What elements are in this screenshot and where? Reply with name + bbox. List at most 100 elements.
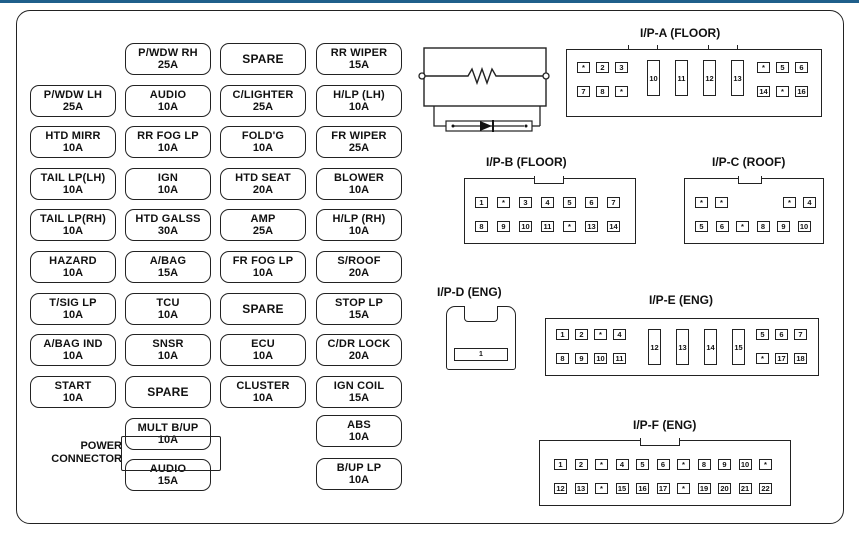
fuse-amperage: 10A <box>62 183 84 196</box>
fuse-name: H/LP (RH) <box>332 213 386 226</box>
connector-pin: * <box>677 483 690 494</box>
fuse-h-lp-lh: H/LP (LH)10A <box>316 84 402 117</box>
diode-dot-right <box>524 124 528 128</box>
ip-f-label: I/P-F (ENG) <box>633 418 697 432</box>
connector-pin: 9 <box>777 221 790 232</box>
power-connector-label: POWER CONNECTOR <box>30 440 122 466</box>
fuse-amperage: 10A <box>157 350 179 363</box>
fuse-amperage: 10A <box>157 183 179 196</box>
connector-pin: * <box>756 353 769 364</box>
connector-pin: 22 <box>759 483 772 494</box>
connector-pin: 10 <box>519 221 532 232</box>
ip-c-label: I/P-C (ROOF) <box>712 155 786 169</box>
fuse-amperage: 10A <box>62 350 84 363</box>
connector-pin: 15 <box>615 483 629 494</box>
fuse-tail-lp-lh: TAIL LP(LH)10A <box>30 167 116 200</box>
fuse-amperage: 10A <box>62 391 84 404</box>
fuse-name: RR WIPER <box>330 47 388 59</box>
connector-pin: 1 <box>475 197 488 208</box>
connector-pin: 5 <box>756 329 769 340</box>
connector-pin: 13 <box>574 483 588 494</box>
fuse-name: MULT B/UP <box>137 422 199 434</box>
power-connector-label-line2: CONNECTOR <box>51 453 122 465</box>
fuse-amperage: 25A <box>157 59 179 71</box>
fuse-name: H/LP (LH) <box>333 88 385 101</box>
connector-pin: 12 <box>554 483 567 494</box>
connector-pin: 7 <box>577 86 590 97</box>
connector-pin: 8 <box>556 353 569 364</box>
connector-pin: * <box>695 197 708 208</box>
connector-pin: 14 <box>607 221 620 232</box>
connector-pin: 4 <box>541 197 554 208</box>
connector-pin: 2 <box>596 62 609 73</box>
fuse-name: B/UP LP <box>336 462 382 474</box>
connector-pin: 8 <box>697 459 711 470</box>
fuse-name: IGN <box>157 171 179 184</box>
connector-pin: 16 <box>636 483 649 494</box>
fuse-name: RR FOG LP <box>137 130 199 143</box>
power-connector-label-line1: POWER <box>80 440 122 452</box>
fuse-amperage: 15A <box>157 475 179 487</box>
fuse-name: HTD SEAT <box>235 171 291 184</box>
fuse-name: ABS <box>347 419 371 431</box>
connector-pin: 14 <box>757 86 770 97</box>
fuse-name: AUDIO <box>149 88 187 101</box>
connector-pin: * <box>577 62 590 73</box>
ip-d-label: I/P-D (ENG) <box>437 285 502 299</box>
fuse-spare: SPARE <box>125 375 211 408</box>
fuse-name: IGN COIL <box>333 379 385 392</box>
fuse-amperage: 10A <box>157 434 179 446</box>
fuse-amperage: 10A <box>252 267 274 279</box>
ip-f-notch <box>640 438 680 446</box>
fuse-amperage: 10A <box>348 474 370 486</box>
connector-pin: 5 <box>636 459 649 470</box>
fuse-name: P/WDW LH <box>43 88 103 101</box>
connector-pin: * <box>595 459 608 470</box>
fuse-name: TAIL LP(LH) <box>40 171 106 184</box>
fuse-name: TCU <box>156 296 180 309</box>
connector-pin: 8 <box>475 221 488 232</box>
connector-pin: * <box>715 197 728 208</box>
connector-pin: * <box>677 459 690 470</box>
ip-a-label: I/P-A (FLOOR) <box>640 26 721 40</box>
fuse-name: SPARE <box>147 384 189 399</box>
fuse-spare: SPARE <box>220 292 306 325</box>
connector-pin: * <box>594 329 607 340</box>
connector-pin: 16 <box>795 86 808 97</box>
connector-pin: 4 <box>615 459 629 470</box>
connector-pin: 13 <box>676 329 689 365</box>
connector-pin: 11 <box>541 221 554 232</box>
fuse-amperage: 10A <box>348 431 370 443</box>
fuse-name: A/BAG <box>149 255 187 267</box>
connector-pin: 8 <box>756 221 770 232</box>
fuse-amperage: 15A <box>348 308 370 321</box>
resistor-diode-symbol <box>418 47 550 132</box>
connector-pin: 9 <box>497 221 510 232</box>
connector-pin: 10 <box>647 60 660 96</box>
fuse-name: CLUSTER <box>236 379 290 392</box>
connector-pin: 7 <box>794 329 807 340</box>
fuse-name: FR FOG LP <box>232 255 294 267</box>
fuse-tail-lp-rh: TAIL LP(RH)10A <box>30 209 116 242</box>
fuse-h-lp-rh: H/LP (RH)10A <box>316 209 402 242</box>
fuse-name: BLOWER <box>333 171 385 184</box>
fuse-amperage: 10A <box>62 308 84 321</box>
connector-pin: 21 <box>738 483 752 494</box>
fuse-amperage: 15A <box>348 391 370 404</box>
fuse-amperage: 10A <box>157 308 179 321</box>
